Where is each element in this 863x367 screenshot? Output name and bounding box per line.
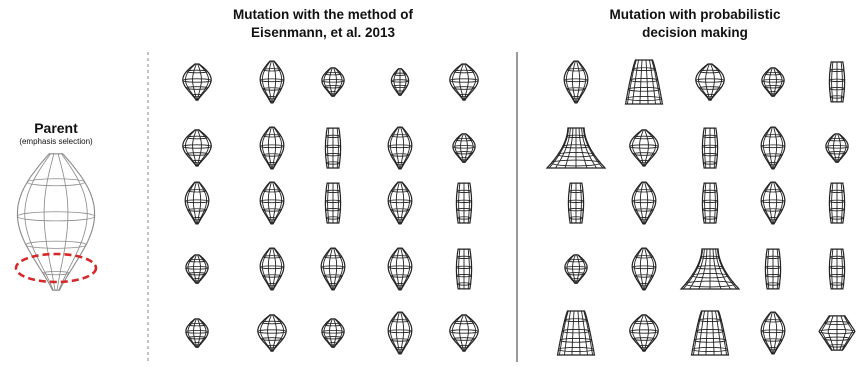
balloon-variant-tall: [564, 61, 588, 103]
balloon-variant-small: [322, 319, 344, 348]
balloon-variant-tall: [260, 61, 284, 103]
balloon-variant-tall: [388, 127, 412, 169]
balloon-variant-tall: [260, 127, 284, 169]
balloon-variant-tall: [321, 248, 345, 290]
balloon-variant-cylinder: [456, 249, 471, 289]
balloon-variant-tall: [388, 248, 412, 290]
balloon-variant-cylinder: [702, 183, 717, 223]
balloon-variant-tall: [761, 182, 785, 224]
balloon-variant-wide: [696, 64, 724, 100]
parent-balloon: [16, 154, 96, 290]
balloon-variant-wide: [183, 130, 211, 166]
parent-balloon-shape: [17, 154, 94, 290]
balloon-variant-tall: [185, 182, 209, 224]
balloon-variant-diamond: [819, 316, 855, 350]
balloon-variant-tall: [632, 182, 656, 224]
balloon-variant-small: [453, 134, 475, 163]
balloon-variant-tall: [388, 182, 412, 224]
balloon-variant-bell: [626, 60, 663, 104]
balloon-variant-tall: [388, 312, 412, 354]
balloon-variant-tall: [761, 312, 785, 354]
balloon-variant-small: [186, 319, 208, 348]
balloon-variant-cylinder: [702, 128, 717, 168]
balloon-variant-small: [322, 68, 344, 97]
balloon-variant-cylinder: [568, 183, 583, 223]
balloon-variant-wide: [183, 64, 211, 100]
balloon-variant-small: [565, 255, 587, 283]
balloon-variant-cylinder: [829, 249, 844, 289]
balloon-variant-wide: [450, 315, 478, 351]
balloon-variant-cylinder: [456, 183, 471, 223]
balloon-variant-wide: [258, 315, 286, 351]
balloon-variant-cylinder: [325, 183, 340, 223]
balloon-variant-cylinder: [829, 62, 844, 102]
balloon-variant-bell: [692, 311, 729, 355]
balloon-variant-skirt: [681, 249, 739, 289]
balloon-variant-bell: [558, 311, 595, 355]
balloon-variant-cylinder: [765, 249, 780, 289]
balloon-variant-small: [186, 255, 208, 283]
balloon-variant-tall: [761, 127, 785, 169]
balloon-variant-wide: [630, 315, 658, 351]
balloon-variant-small: [762, 68, 784, 97]
balloon-grid: [183, 60, 855, 355]
balloon-variant-wide: [450, 64, 478, 100]
balloon-variant-skirt: [547, 128, 605, 168]
balloon-variant-tall: [260, 248, 284, 290]
balloon-variant-tiny: [391, 69, 408, 96]
balloon-variant-small: [826, 134, 848, 163]
balloon-variant-cylinder: [325, 128, 340, 168]
balloon-variant-wide: [630, 130, 658, 166]
balloon-variant-tall: [632, 248, 656, 290]
balloon-variant-tall: [260, 182, 284, 224]
balloon-variant-cylinder: [829, 183, 844, 223]
